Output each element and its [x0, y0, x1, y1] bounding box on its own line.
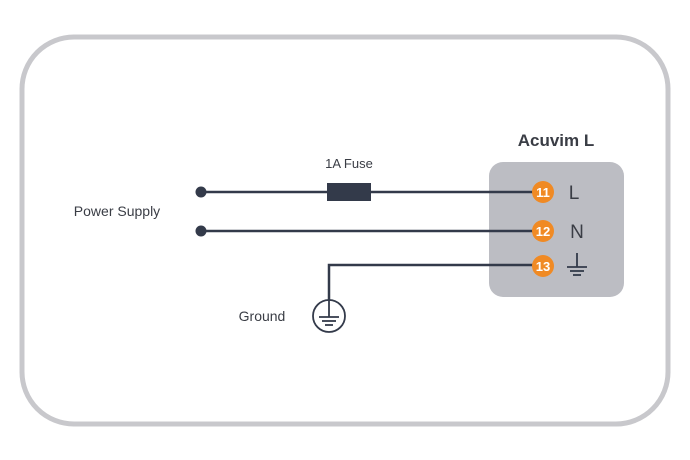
terminal-label-n: N: [570, 222, 584, 243]
power-supply-terminal-n: [195, 225, 207, 237]
terminal-11: 11: [532, 181, 554, 203]
fuse: [327, 183, 371, 201]
terminal-label-l: L: [569, 183, 580, 204]
power-supply-terminal-l: [195, 186, 207, 198]
device-title: Acuvim L: [518, 131, 595, 150]
device-box: [489, 162, 624, 297]
terminal-13: 13: [532, 255, 554, 277]
ground-label: Ground: [239, 308, 286, 324]
terminal-number: 12: [536, 224, 550, 239]
ground-icon: [312, 299, 346, 333]
wire-ground: [327, 263, 543, 300]
fuse-label: 1A Fuse: [325, 156, 373, 171]
terminal-number: 13: [536, 259, 550, 274]
earth-ground-icon: [567, 253, 587, 276]
terminal-number: 11: [536, 185, 550, 200]
terminal-12: 12: [532, 220, 554, 242]
power-supply-label: Power Supply: [74, 203, 160, 219]
